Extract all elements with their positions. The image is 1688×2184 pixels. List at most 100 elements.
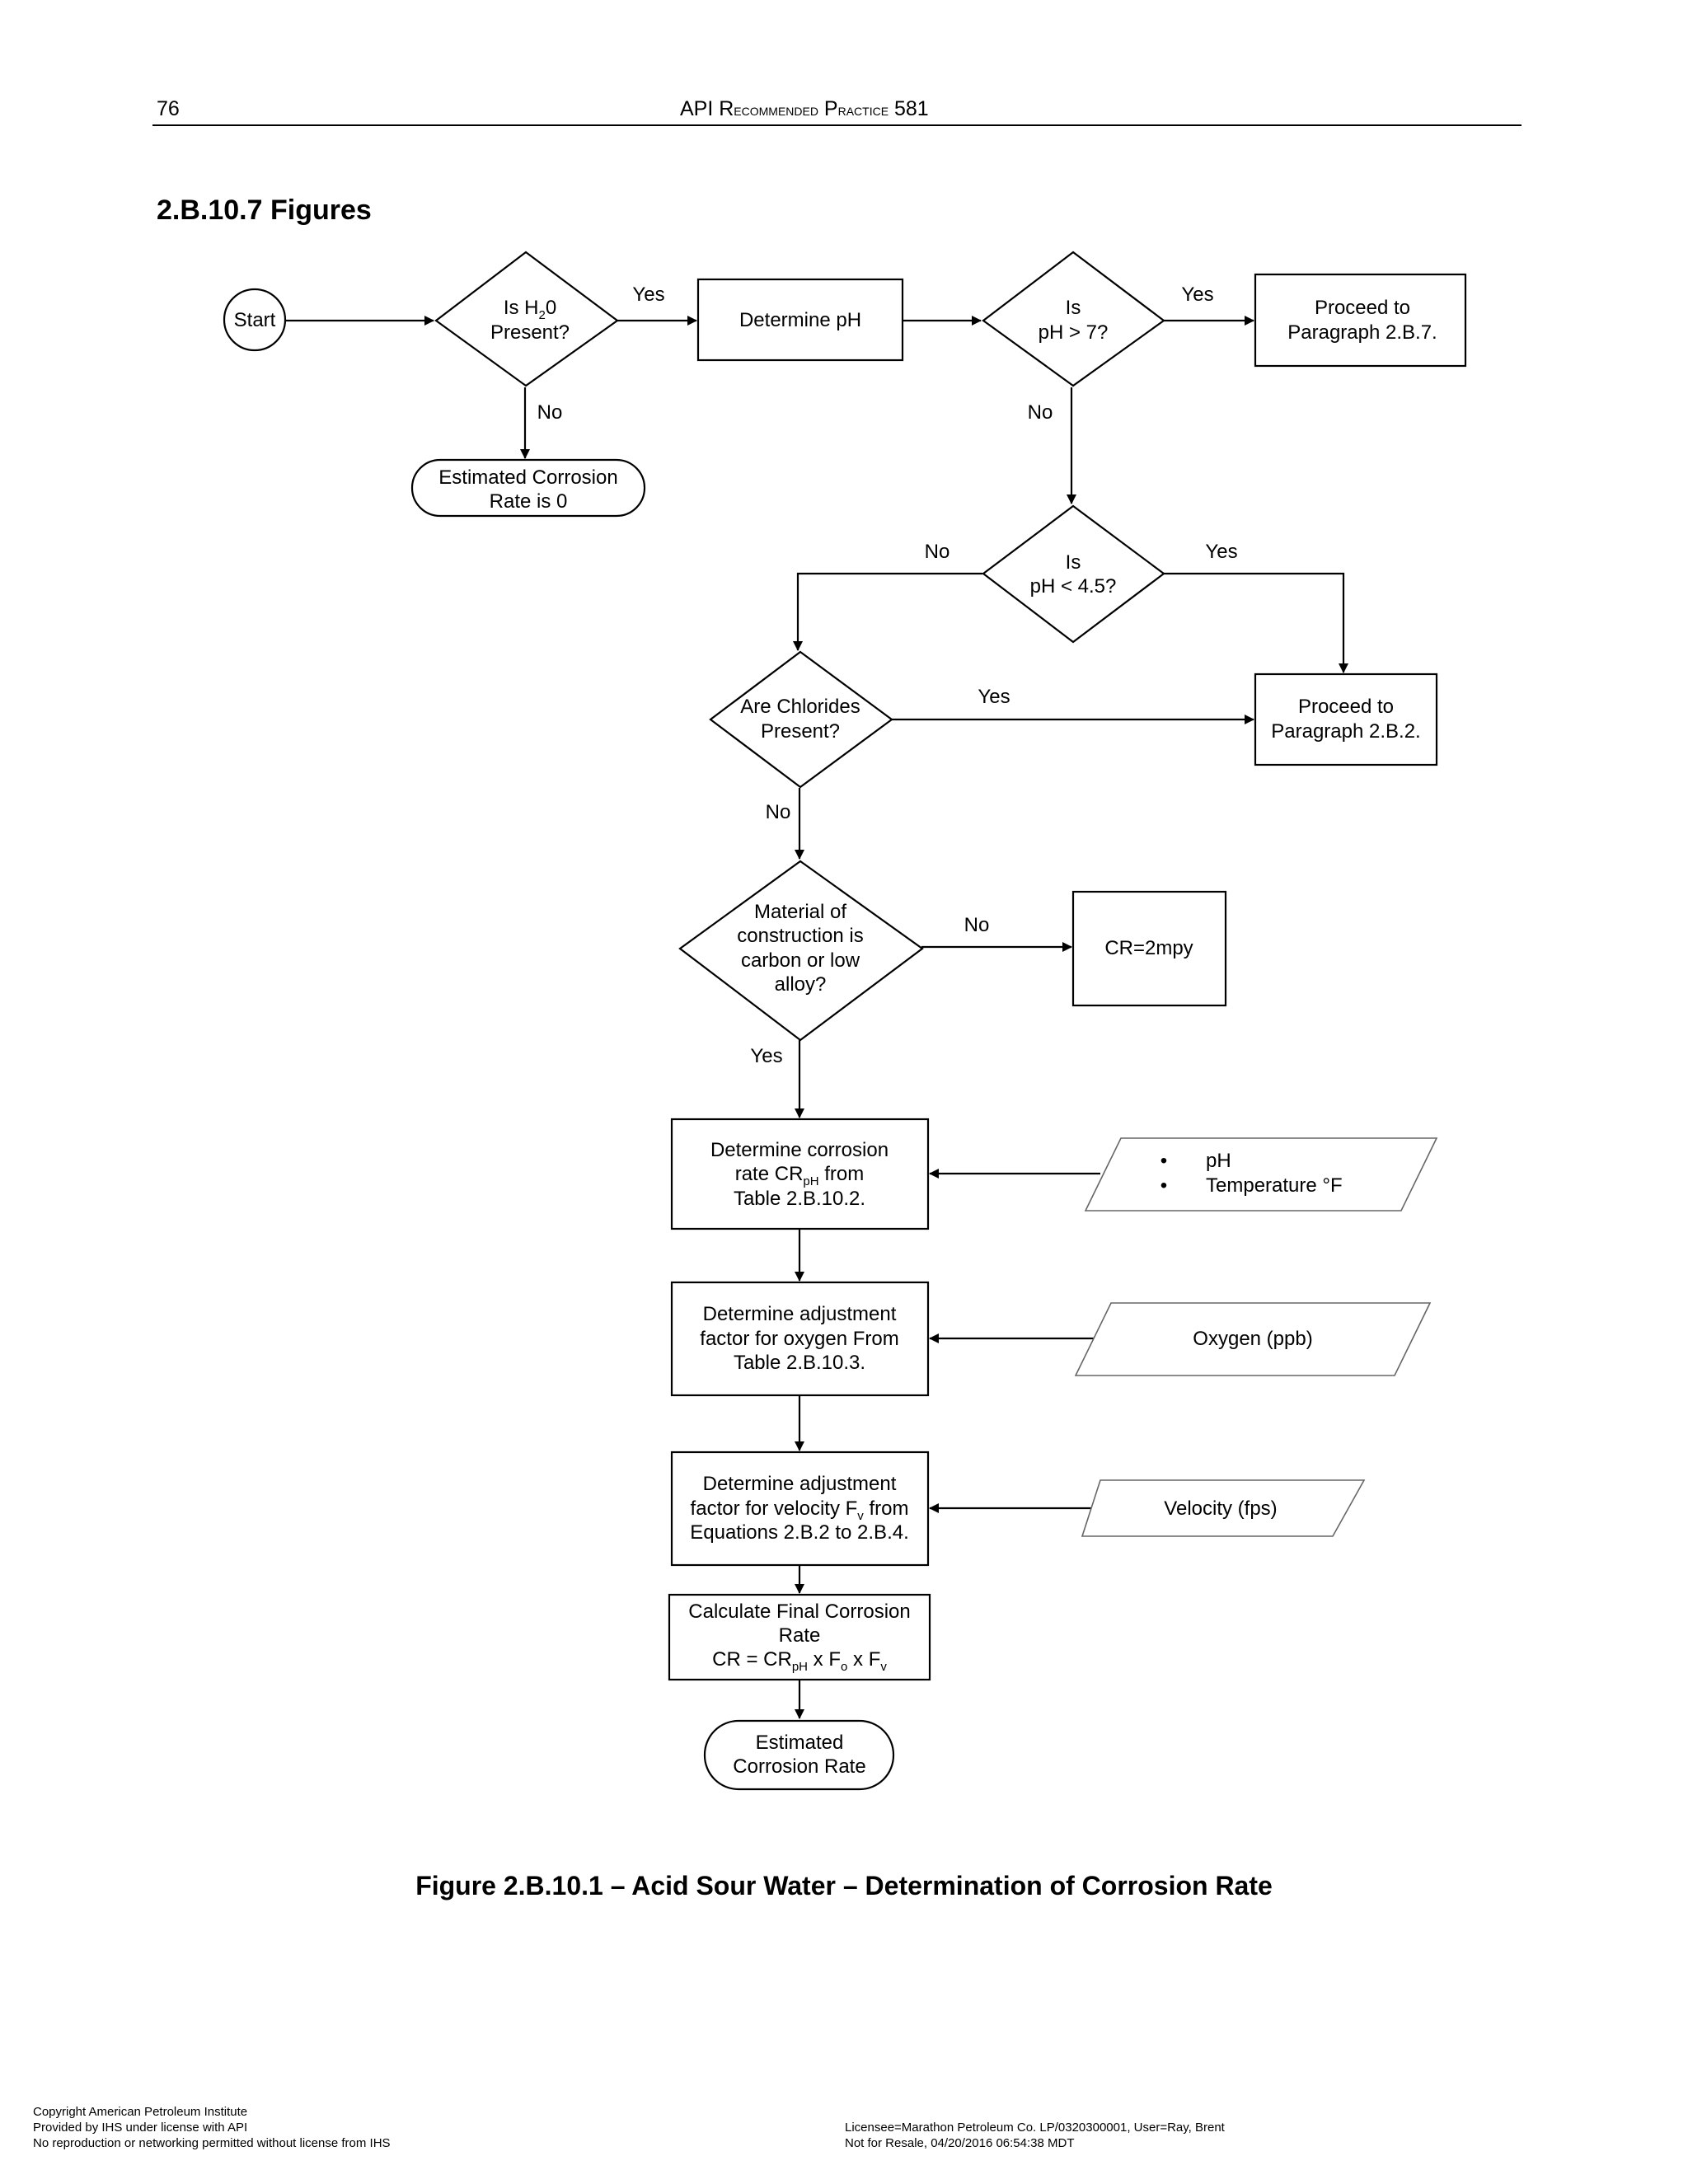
det-cr-subscript: pH <box>803 1174 818 1188</box>
footer-right: Licensee=Marathon Petroleum Co. LP/03203… <box>845 2120 1225 2151</box>
start-node: Start <box>223 288 287 352</box>
footer-line: Copyright American Petroleum Institute <box>33 2105 248 2119</box>
input-ph-temperature: • pH • Temperature °F <box>1084 1137 1438 1212</box>
det-oxygen-line2: factor for oxygen From <box>700 1328 898 1350</box>
det-velocity-text: factor for velocity F <box>691 1497 858 1520</box>
est-rate-line1: Estimated <box>756 1732 844 1754</box>
chlorides-line1: Are Chlorides <box>740 696 860 718</box>
calc-text: x F <box>808 1648 841 1671</box>
calc-text: x F <box>847 1648 880 1671</box>
det-velocity-line2: factor for velocity Fv from <box>691 1497 909 1523</box>
det-velocity-line1: Determine adjustment <box>703 1473 897 1495</box>
det-oxygen-line3: Table 2.B.10.3. <box>734 1352 865 1374</box>
proceed-b7-line1: Proceed to <box>1315 297 1410 319</box>
footer-left: Copyright American Petroleum Institute P… <box>33 2104 391 2151</box>
material-line1: Material of <box>754 901 846 923</box>
process-oxygen-factor: Determine adjustment factor for oxygen F… <box>670 1281 930 1397</box>
decision-ph-lt-45: Is pH < 4.5? <box>982 504 1165 644</box>
det-cr-text: rate CR <box>735 1163 804 1185</box>
h2o-line1: Is H20 <box>504 297 556 322</box>
process-proceed-2b7: Proceed to Paragraph 2.B.7. <box>1254 273 1467 368</box>
running-header-lead: API R <box>680 97 734 120</box>
process-calculate-final: Calculate Final Corrosion Rate CR = CRpH… <box>668 1593 931 1681</box>
running-header-part: ractice <box>837 101 889 120</box>
det-velocity-line3: Equations 2.B.2 to 2.B.4. <box>690 1521 909 1544</box>
material-line3: carbon or low <box>741 949 860 972</box>
label-no: No <box>537 401 563 424</box>
calc-line2: Rate <box>779 1624 821 1647</box>
est-rate-line2: Corrosion Rate <box>733 1755 865 1778</box>
label-yes: Yes <box>632 284 664 306</box>
ph7-line1: Is <box>1066 297 1081 319</box>
h2o-line2: Present? <box>490 321 570 344</box>
ph7-line2: pH > 7? <box>1039 321 1109 344</box>
label-no: No <box>964 914 990 936</box>
process-cr-2mpy: CR=2mpy <box>1071 890 1227 1007</box>
process-determine-cr: Determine corrosion rate CRpH from Table… <box>670 1118 930 1230</box>
label-yes: Yes <box>1181 284 1213 306</box>
terminal-estimated-zero: Estimated Corrosion Rate is 0 <box>410 458 646 518</box>
determine-ph-label: Determine pH <box>739 309 861 331</box>
process-velocity-factor: Determine adjustment factor for velocity… <box>670 1451 930 1567</box>
start-label: Start <box>234 309 276 331</box>
footer-line: Licensee=Marathon Petroleum Co. LP/03203… <box>845 2121 1225 2135</box>
input-oxygen: Oxygen (ppb) <box>1074 1302 1432 1376</box>
calc-subscript: o <box>841 1660 847 1674</box>
running-header-part: ecommended <box>734 101 818 120</box>
det-oxygen-line1: Determine adjustment <box>703 1303 897 1325</box>
running-header: API Recommended Practice 581 <box>680 97 929 121</box>
velocity-label: Velocity (fps) <box>1164 1497 1277 1520</box>
proceed-b7-line2: Paragraph 2.B.7. <box>1287 321 1437 344</box>
est-zero-line2: Rate is 0 <box>490 490 568 513</box>
connectors <box>285 316 1348 1719</box>
chlorides-line2: Present? <box>761 720 840 743</box>
decision-material: Material of construction is carbon or lo… <box>678 860 924 1042</box>
label-no: No <box>1028 401 1053 424</box>
decision-chlorides: Are Chlorides Present? <box>709 650 893 789</box>
calc-text: CR = CR <box>712 1648 792 1671</box>
calc-subscript: v <box>880 1660 887 1674</box>
section-title: 2.B.10.7 Figures <box>157 194 372 226</box>
decision-ph-gt-7: Is pH > 7? <box>982 251 1165 387</box>
decision-h2o: Is H20 Present? <box>434 251 619 387</box>
footer-line: Not for Resale, 04/20/2016 06:54:38 MDT <box>845 2136 1075 2150</box>
det-velocity-subscript: v <box>857 1509 864 1523</box>
det-cr-line1: Determine corrosion <box>710 1139 889 1161</box>
calc-line1: Calculate Final Corrosion <box>688 1601 910 1623</box>
calc-subscript: pH <box>792 1660 808 1674</box>
cr2-label: CR=2mpy <box>1104 937 1193 959</box>
input-velocity: Velocity (fps) <box>1081 1479 1366 1537</box>
label-no: No <box>925 541 950 563</box>
det-cr-line3: Table 2.B.10.2. <box>734 1188 865 1210</box>
running-header-part: 581 <box>889 97 929 120</box>
est-zero-line1: Estimated Corrosion <box>438 466 617 489</box>
arrow-ph45-yes <box>1162 572 1348 673</box>
input-ph-label: pH <box>1206 1150 1231 1172</box>
det-cr-text: from <box>819 1163 865 1185</box>
page-number: 76 <box>157 97 180 120</box>
terminal-estimated-rate: Estimated Corrosion Rate <box>703 1719 895 1791</box>
det-cr-line2: rate CRpH from <box>735 1163 865 1188</box>
input-temperature-label: Temperature °F <box>1206 1174 1343 1197</box>
bullet-icon: • <box>1160 1174 1167 1197</box>
label-no: No <box>766 801 791 823</box>
arrow-ph45-no <box>793 572 982 651</box>
oxygen-label: Oxygen (ppb) <box>1193 1328 1312 1350</box>
proceed-b2-line2: Paragraph 2.B.2. <box>1271 720 1420 743</box>
process-determine-ph: Determine pH <box>696 278 904 362</box>
proceed-b2-line1: Proceed to <box>1298 696 1394 718</box>
footer-line: No reproduction or networking permitted … <box>33 2136 391 2150</box>
ph45-line1: Is <box>1066 551 1081 574</box>
header-rule <box>152 124 1522 126</box>
label-yes: Yes <box>750 1045 782 1067</box>
h2o-text: Is H <box>504 297 539 319</box>
branch-labels: Yes No Yes No No Yes Yes No No Yes <box>537 284 1238 1067</box>
h2o-subscript: 2 <box>538 308 545 322</box>
h2o-text: 0 <box>546 297 556 319</box>
process-proceed-2b2: Proceed to Paragraph 2.B.2. <box>1254 673 1438 766</box>
bullet-icon: • <box>1160 1150 1167 1172</box>
figure-caption: Figure 2.B.10.1 – Acid Sour Water – Dete… <box>415 1871 1273 1900</box>
label-yes: Yes <box>1205 541 1237 563</box>
label-yes: Yes <box>978 686 1010 708</box>
